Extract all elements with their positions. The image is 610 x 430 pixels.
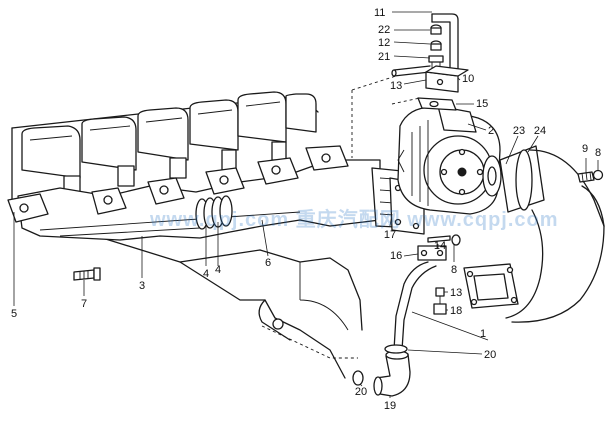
callout-16: 16 [390, 250, 402, 262]
callout-20b: 20 [355, 386, 367, 398]
callout-18: 18 [450, 305, 462, 317]
callout-24: 24 [534, 125, 546, 137]
callout-2: 2 [488, 125, 494, 137]
callout-10: 10 [462, 73, 474, 85]
callout-1: 1 [480, 328, 486, 340]
turbo-outlet-elbow [463, 145, 605, 323]
turbocharger [397, 105, 501, 215]
stud-and-nut [577, 169, 604, 183]
callout-19: 19 [384, 400, 396, 412]
callout-labels: 1 2 3 4 4 5 6 7 8 8 9 10 11 12 13 13 14 … [11, 7, 601, 412]
callout-13b: 13 [450, 287, 462, 299]
callout-23: 23 [513, 125, 525, 137]
callout-9: 9 [582, 143, 588, 155]
callout-6: 6 [265, 257, 271, 269]
banjo-fittings [417, 24, 469, 111]
callout-3: 3 [139, 280, 145, 292]
exhaust-manifold [7, 145, 381, 241]
callout-21: 21 [378, 51, 390, 63]
engine-block [179, 249, 363, 379]
callout-7: 7 [81, 298, 87, 310]
callout-20a: 20 [484, 349, 496, 361]
leader-lines [13, 11, 599, 398]
callout-17: 17 [384, 229, 396, 241]
callout-15: 15 [476, 98, 488, 110]
callout-13a: 13 [390, 80, 402, 92]
oil-return-pipe [352, 234, 461, 397]
cylinder-head [11, 91, 319, 263]
callout-5: 5 [11, 308, 17, 320]
callout-11: 11 [374, 7, 385, 19]
callout-8a: 8 [451, 264, 457, 276]
callout-22: 22 [378, 24, 390, 36]
callout-12: 12 [378, 37, 390, 49]
callout-4a: 4 [203, 268, 209, 280]
callout-4b: 4 [215, 264, 221, 276]
watermark-text: www.qpj.com 重庆汽配网 www.cqpj.com [149, 207, 559, 231]
bolt-7 [73, 267, 101, 281]
callout-14: 14 [434, 240, 446, 252]
callout-8b: 8 [595, 147, 601, 159]
